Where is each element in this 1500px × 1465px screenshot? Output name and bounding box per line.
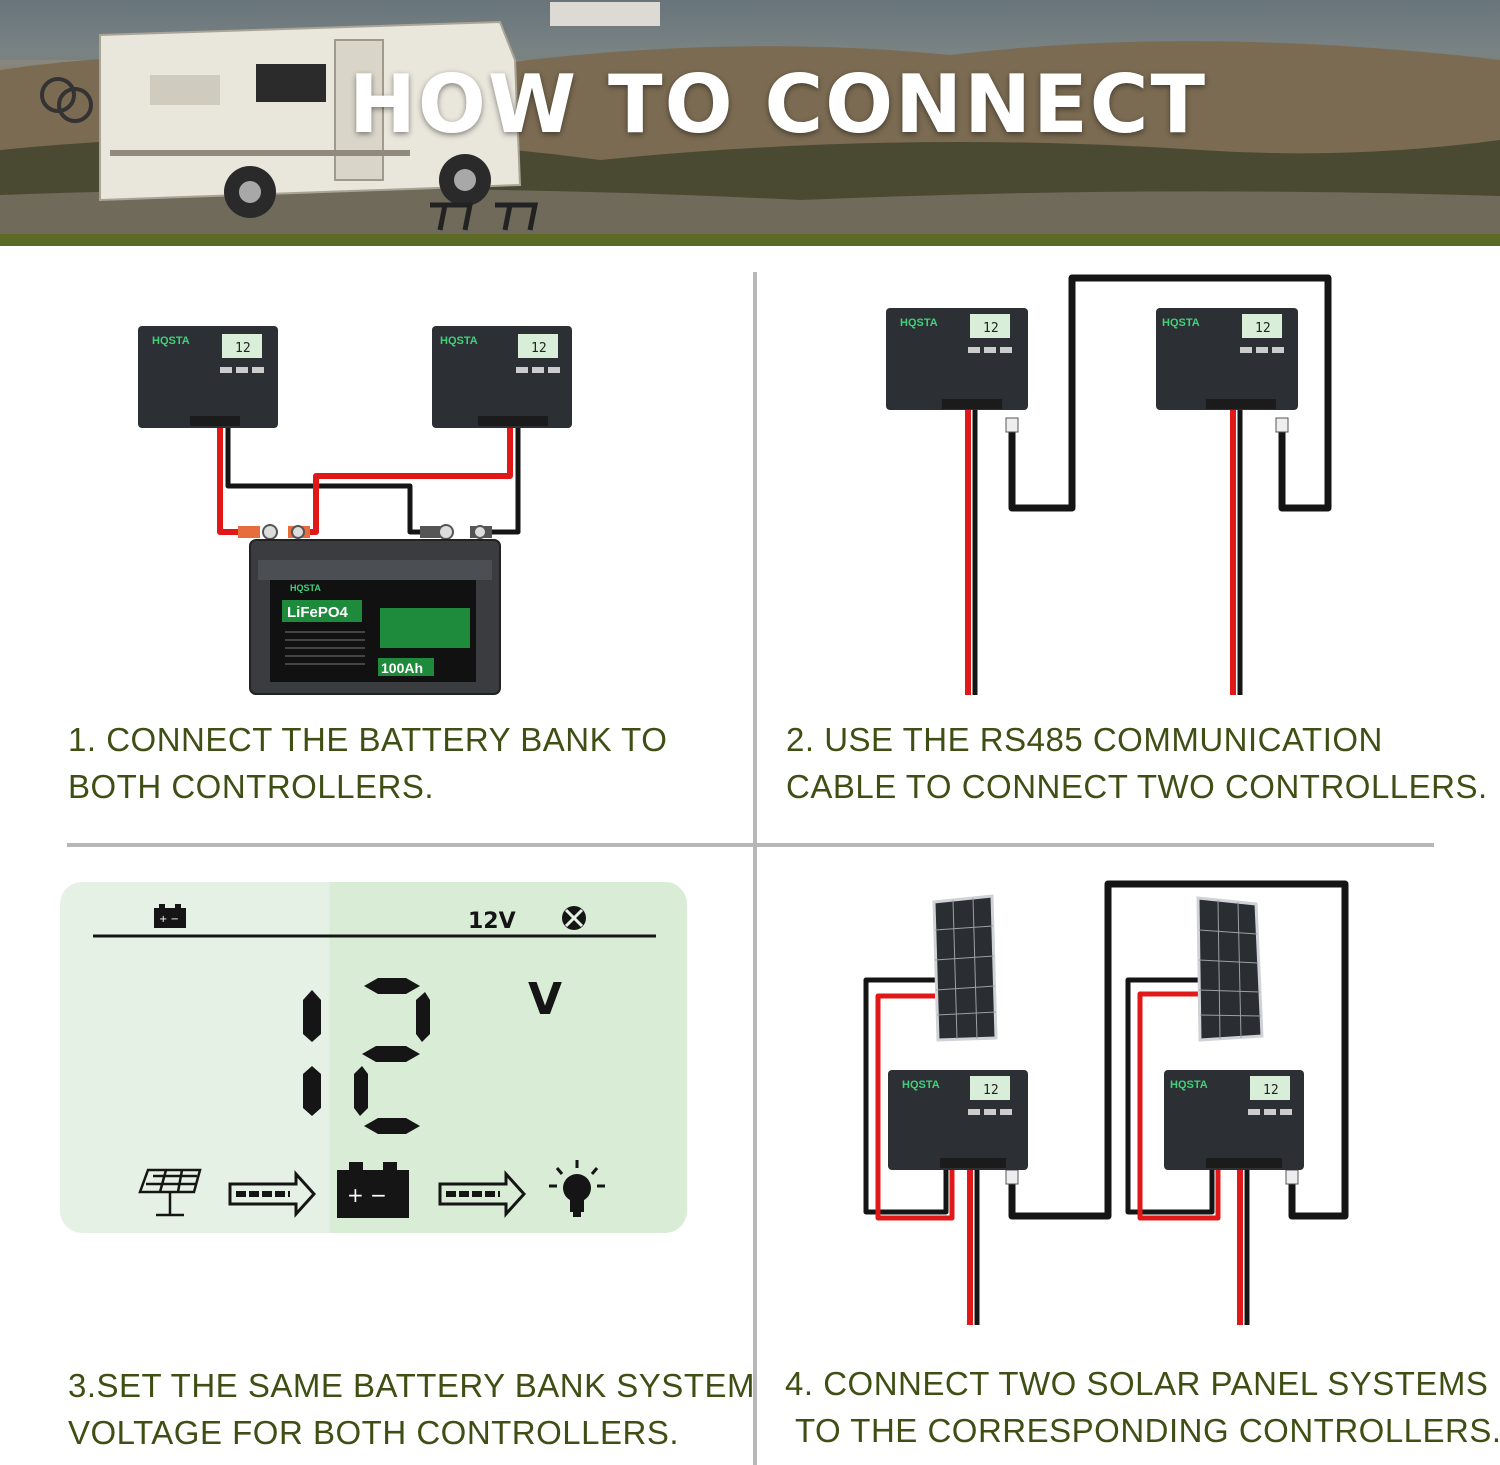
step-4-caption: 4. CONNECT TWO SOLAR PANEL SYSTEMS TO TH…	[785, 1360, 1500, 1454]
step-2-line-1: 2. USE THE RS485 COMMUNICATION	[786, 721, 1383, 758]
controller-brand: HQSTA	[900, 317, 938, 329]
lcd-digit-1	[303, 990, 321, 1116]
controller-display: 12	[1255, 321, 1271, 336]
svg-text:+ −: + −	[347, 1183, 387, 1207]
step-1-line-1: 1. CONNECT THE BATTERY BANK TO	[68, 721, 668, 758]
vertical-divider	[753, 272, 757, 1465]
solar-panel-icon	[138, 1168, 202, 1217]
lcd-unit: V	[528, 974, 562, 1025]
controller-4b: HQSTA 12	[1164, 1070, 1304, 1170]
step-1-line-2: BOTH CONTROLLERS.	[68, 768, 435, 805]
lcd-screen: + − 12V V	[60, 882, 687, 1233]
controller-2b: HQSTA 12	[1156, 308, 1298, 410]
horizontal-divider	[67, 843, 1434, 847]
title-band	[0, 234, 1500, 246]
controller-display: 12	[531, 341, 547, 356]
step-4-line-2: TO THE CORRESPONDING CONTROLLERS.	[795, 1412, 1500, 1449]
controller-4a: HQSTA 12	[888, 1070, 1028, 1170]
controller-display: 12	[235, 341, 251, 356]
controller-brand: HQSTA	[440, 335, 478, 347]
step-2-line-2: CABLE TO CONNECT TWO CONTROLLERS.	[786, 768, 1488, 805]
controller-2a: HQSTA 12	[886, 308, 1028, 410]
battery-icon: + −	[337, 1162, 409, 1218]
lifepo4-battery: HQSTA LiFePO4 100Ah	[249, 539, 501, 695]
page-title: HOW TO CONNECT	[348, 58, 1208, 151]
step-2-caption: 2. USE THE RS485 COMMUNICATION CABLE TO …	[786, 716, 1488, 810]
controller-brand: HQSTA	[152, 335, 190, 347]
arrow-right-icon	[228, 1170, 317, 1218]
controller-display: 12	[1263, 1083, 1279, 1098]
rv-scene	[0, 0, 1500, 234]
step-1-caption: 1. CONNECT THE BATTERY BANK TO BOTH CONT…	[68, 716, 667, 810]
svg-text:+ −: + −	[159, 914, 179, 925]
controller-brand: HQSTA	[1162, 317, 1200, 329]
battery-chemistry: LiFePO4	[287, 604, 349, 621]
battery-icon: + −	[154, 904, 186, 928]
battery-brand: HQSTA	[290, 583, 321, 593]
controller-display: 12	[983, 1083, 999, 1098]
controller-1a: HQSTA 12	[138, 326, 278, 428]
solar-panel-left	[932, 894, 998, 1042]
hero-banner: HOW TO CONNECT	[0, 0, 1500, 234]
arrow-right-icon	[438, 1170, 527, 1218]
system-voltage-label: 12V	[468, 909, 516, 934]
controller-display: 12	[983, 321, 999, 336]
controller-brand: HQSTA	[1170, 1079, 1208, 1091]
solar-panel-right	[1196, 896, 1264, 1042]
light-bulb-icon	[549, 1160, 605, 1217]
settings-icon	[562, 906, 586, 930]
step-4-line-1: 4. CONNECT TWO SOLAR PANEL SYSTEMS	[785, 1365, 1489, 1402]
battery-capacity: 100Ah	[381, 660, 423, 676]
step-3-caption: 3.SET THE SAME BATTERY BANK SYSTEM VOLTA…	[68, 1362, 755, 1456]
lcd-contents: + − 12V V	[93, 904, 656, 1218]
controller-1b: HQSTA 12	[432, 326, 572, 428]
lcd-digit-2	[354, 978, 430, 1134]
step-3-line-1: 3.SET THE SAME BATTERY BANK SYSTEM	[68, 1367, 755, 1404]
step-3-line-2: VOLTAGE FOR BOTH CONTROLLERS.	[68, 1414, 680, 1451]
controller-brand: HQSTA	[902, 1079, 940, 1091]
